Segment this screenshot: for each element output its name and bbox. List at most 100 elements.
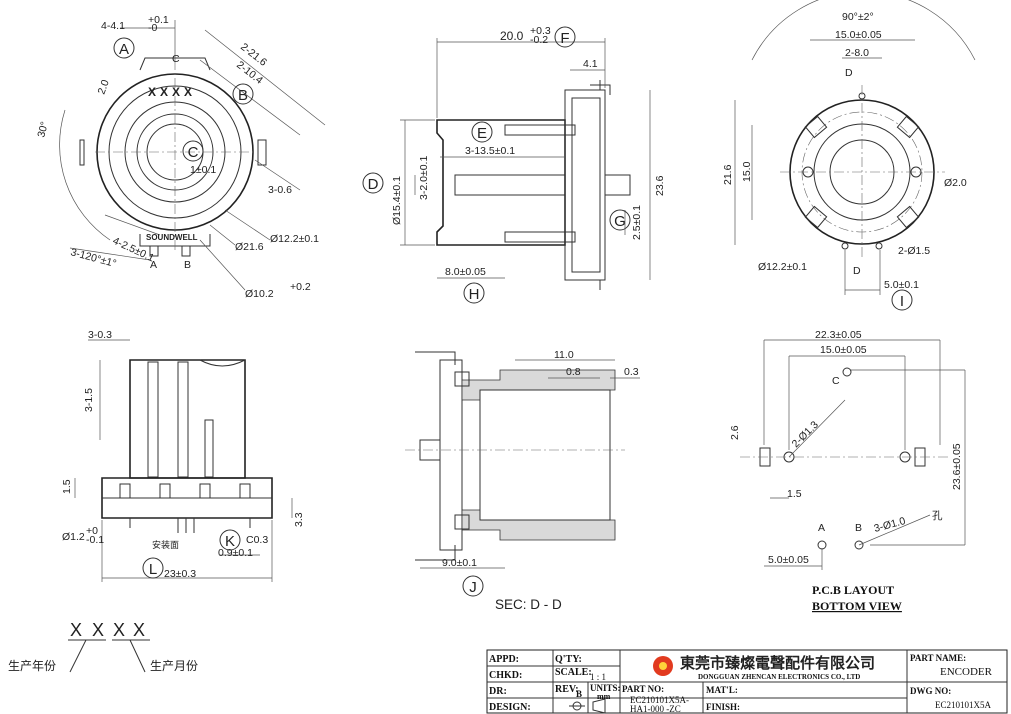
dim-23-0-3: 23±0.3: [164, 568, 196, 580]
dim-15-0-top: 15.0±0.05: [835, 29, 882, 41]
date-code: X X X X 生产年份 生产月份: [8, 620, 198, 673]
bubble-c: C: [182, 140, 204, 162]
bubble-h: H: [463, 282, 485, 304]
dim-21-6-rear: 21.6: [722, 164, 734, 185]
dim-15-0-pcb: 15.0±0.05: [820, 344, 867, 356]
bubble-f: F: [554, 26, 576, 48]
bubble-g: G: [609, 209, 631, 231]
bubble-j: J: [462, 575, 484, 597]
chkd-label: CHKD:: [489, 670, 522, 681]
date-code-char-1: X: [70, 620, 82, 640]
dim-2-5: 2.5±0.1: [631, 205, 643, 240]
dim-9-0: 9.0±0.1: [442, 557, 477, 569]
pcb-label-a: A: [818, 522, 825, 534]
dim-tol-minus: -0: [148, 22, 157, 34]
dim-2-0: 2.0: [96, 78, 112, 96]
dim-1-5-front: 1.5: [61, 479, 73, 494]
dim-0-3: 0.3: [624, 366, 639, 378]
dim-0-8: 0.8: [566, 366, 581, 378]
top-label-a: A: [150, 259, 157, 271]
bubble-c-label: C: [188, 144, 199, 161]
bubble-f-label: F: [560, 30, 569, 47]
date-code-char-2: X: [92, 620, 104, 640]
dim-11-0: 11.0: [554, 349, 574, 361]
top-marking: XXXX: [148, 85, 196, 99]
dim-4-4-1: 4-4.1: [101, 20, 125, 32]
dwg-no-value: EC210101X5A: [935, 700, 992, 710]
rev-value: B: [576, 689, 582, 699]
dim-90-deg: 90°±2°: [842, 11, 874, 23]
dim-tol-plus: +0.1: [148, 14, 169, 26]
title-block: [486, 649, 1008, 714]
rear-view: [734, 0, 976, 295]
pcb-label-c: C: [832, 375, 840, 387]
dr-label: DR:: [489, 686, 507, 697]
dim-1-0-1: 1±0.1: [190, 164, 216, 176]
bubble-a: A: [113, 37, 135, 59]
dim-dia-12-2-rear: Ø12.2±0.1: [758, 261, 807, 273]
bubble-l-label: L: [149, 561, 157, 578]
front-view: [74, 339, 293, 582]
pcb-title-1: P.C.B LAYOUT: [812, 583, 894, 597]
top-brand: SOUNDWELL: [146, 233, 198, 242]
dim-3-13-5: 3-13.5±0.1: [465, 145, 515, 157]
dim-3-0-3: 3-0.3: [88, 329, 112, 341]
part-name-label: PART NAME:: [910, 653, 966, 663]
dim-3-0-6: 3-0.6: [268, 184, 292, 196]
units-value: mm: [597, 692, 611, 701]
company-name-en: DONGGUAN ZHENCAN ELECTRONICS CO., LTD: [698, 673, 860, 681]
dim-tol-plus-3: +0.3: [530, 25, 551, 37]
dim-3-120-deg: 3-120°±1°: [69, 246, 117, 270]
side-view: [400, 38, 651, 290]
bubble-d-label: D: [368, 176, 379, 193]
bubble-a-label: A: [119, 41, 129, 58]
bubble-e-label: E: [477, 125, 487, 142]
top-label-c: C: [172, 53, 180, 65]
dim-15-0-side: 15.0: [741, 161, 753, 182]
bubble-k-label: K: [225, 533, 235, 550]
part-no-value-2: HA1-000 -ZC: [630, 704, 681, 714]
bubble-h-label: H: [469, 286, 480, 303]
bubble-e: E: [471, 121, 493, 143]
pcb-label-b: B: [855, 522, 862, 534]
year-label: 生产年份: [8, 659, 56, 673]
bubble-k: K: [219, 529, 241, 551]
top-label-b: B: [184, 259, 191, 271]
dim-2-dia-1-5: 2-Ø1.5: [898, 245, 930, 257]
dim-dia-1-2: Ø1.2: [62, 531, 85, 543]
bubble-g-label: G: [614, 213, 626, 230]
bubble-b-label: B: [238, 87, 248, 104]
pcb-layout: [740, 339, 966, 570]
part-name-value: ENCODER: [940, 666, 993, 678]
dim-23-6: 23.6: [654, 175, 666, 196]
dwg-no-label: DWG NO:: [910, 686, 951, 696]
part-no-label: PART NO:: [622, 684, 664, 694]
rev-label: REV:: [555, 684, 579, 695]
month-label: 生产月份: [150, 659, 198, 673]
dim-tol-minus-3: -0.1: [86, 534, 104, 546]
dim-0-9: 0.9±0.1: [218, 547, 253, 559]
dim-8-0: 8.0±0.05: [445, 266, 486, 278]
section-view: [405, 351, 640, 569]
date-code-char-4: X: [133, 620, 145, 640]
scale-label: SCALE:: [555, 667, 592, 678]
bubble-i-label: I: [900, 293, 904, 310]
dim-23-6-pcb: 23.6±0.05: [951, 443, 963, 490]
part-no-value-1: EC210101X5A-: [630, 695, 689, 705]
dim-5-0: 5.0±0.1: [884, 279, 919, 291]
dim-22-3: 22.3±0.05: [815, 329, 862, 341]
bubble-i: I: [891, 289, 913, 311]
rear-label-d-bottom: D: [853, 265, 861, 277]
dim-2-8-0: 2-8.0: [845, 47, 869, 59]
dim-dia-15-4: Ø15.4±0.1: [391, 176, 403, 225]
dim-dia-10-2: Ø10.2: [245, 288, 274, 300]
dim-3-1-5: 3-1.5: [83, 388, 95, 412]
appd-label: APPD:: [489, 654, 519, 665]
dim-hole-suffix: 孔: [932, 509, 943, 522]
dim-2-dia-1-3: 2-Ø1.3: [790, 419, 821, 450]
bubble-d: D: [362, 172, 384, 194]
bubble-l: L: [142, 557, 164, 579]
top-view: [59, 20, 326, 291]
section-caption: SEC: D - D: [495, 597, 562, 612]
